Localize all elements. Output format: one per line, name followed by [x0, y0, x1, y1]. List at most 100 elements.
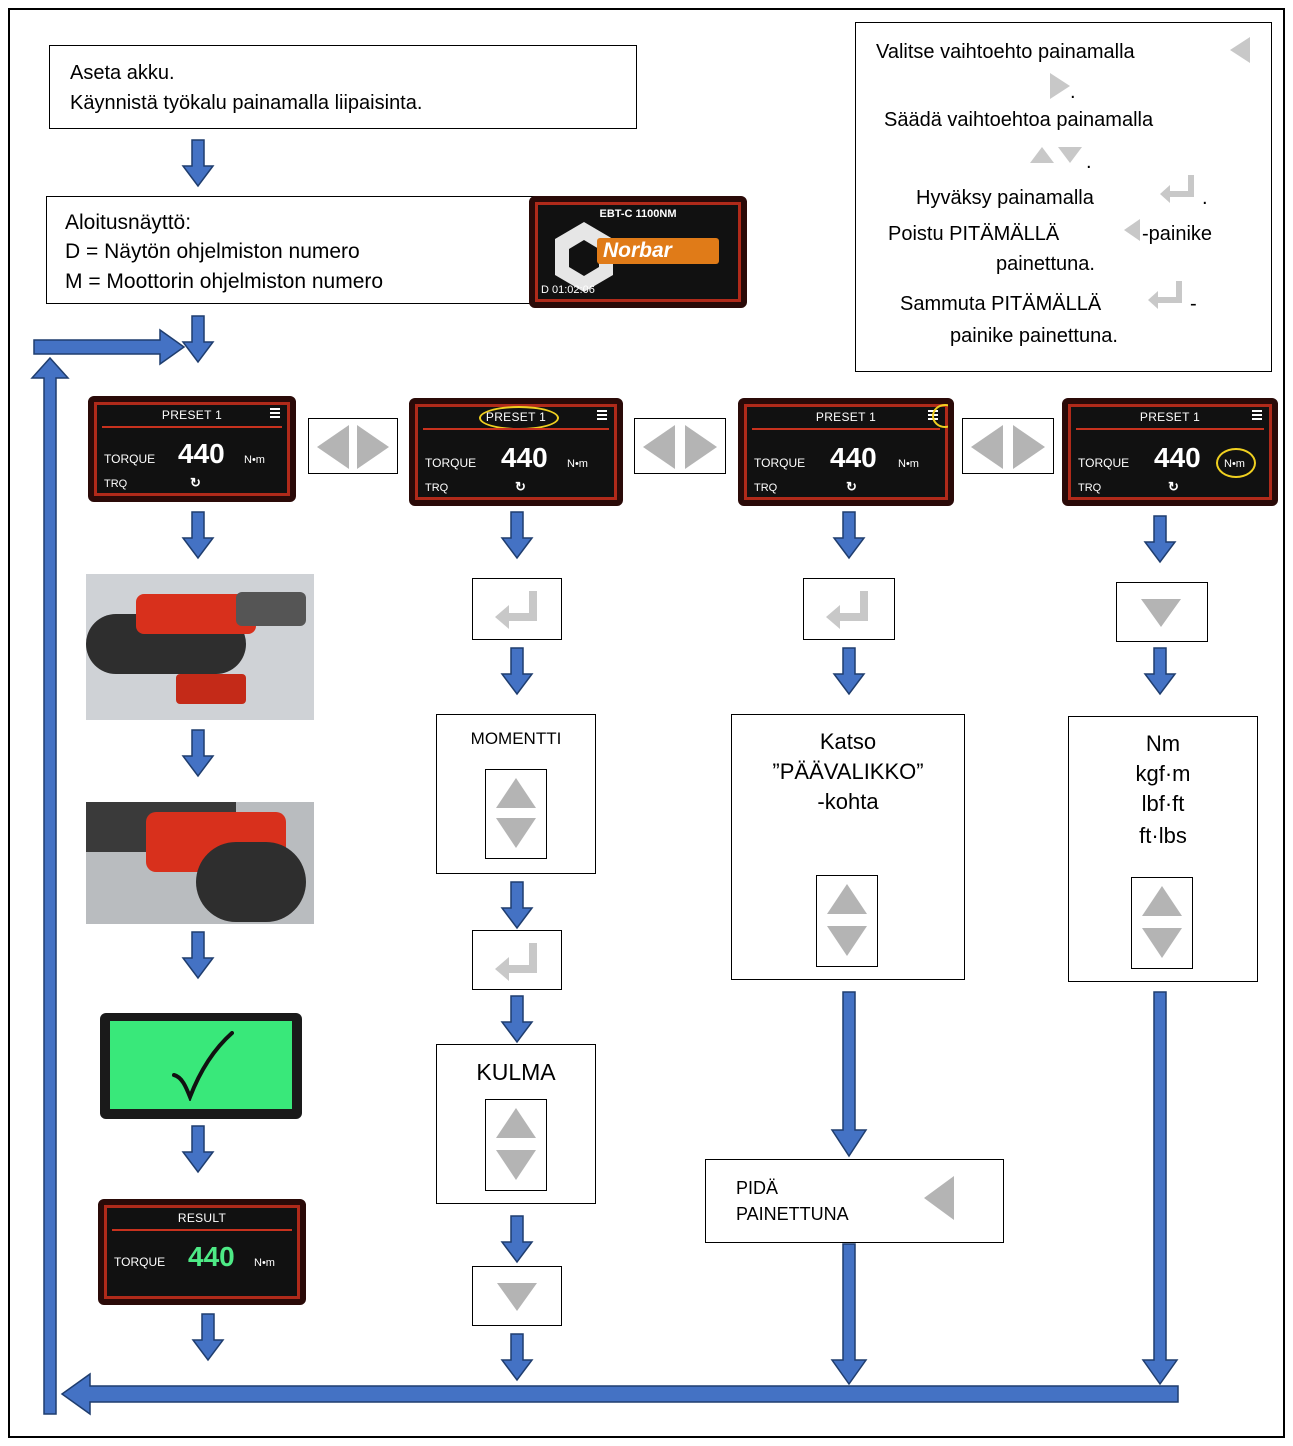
- arrow-down: [1144, 647, 1176, 695]
- arrow-down: [501, 511, 533, 559]
- cycle-icon: ↻: [846, 479, 857, 494]
- kulma-label: KULMA: [476, 1059, 556, 1085]
- screen-mode: TRQ: [754, 482, 778, 494]
- glove: [196, 842, 306, 922]
- up-arrow-icon: [827, 884, 867, 914]
- enter-icon: [1148, 281, 1182, 309]
- enter-button: [803, 578, 895, 640]
- help-line1: Valitse vaihtoehto painamalla: [876, 41, 1135, 63]
- down-button: [1116, 582, 1208, 642]
- arrow-down: [182, 931, 214, 979]
- intro-line1: Aseta akku.: [70, 62, 175, 84]
- paavalikko-line1: Katso: [819, 729, 877, 754]
- screen-value: 440: [830, 442, 877, 473]
- arrow-up-return: [30, 356, 70, 1415]
- help-period: .: [1202, 187, 1208, 209]
- left-arrow-icon: [643, 425, 675, 469]
- unit-nm: Nm: [1145, 731, 1181, 756]
- startup-screen: EBT-C 1100NM Norbar D 01:02:06: [529, 196, 747, 308]
- help-line4c: painettuna.: [996, 253, 1095, 275]
- up-down-buttons: [1131, 877, 1193, 969]
- left-right-buttons: [634, 418, 726, 474]
- tool-photo-1: [86, 574, 314, 720]
- help-line2: Säädä vaihtoehtoa painamalla: [884, 109, 1154, 131]
- startup-line-d: D = Näytön ohjelmiston numero: [65, 240, 360, 263]
- arrow-down: [501, 1333, 533, 1381]
- screen-title: PRESET 1: [161, 408, 223, 422]
- right-arrow-icon: [685, 425, 717, 469]
- result-label: TORQUE: [114, 1255, 166, 1269]
- down-button: [472, 1266, 562, 1326]
- screen-label: TORQUE: [1078, 456, 1130, 470]
- momentti-label: MOMENTTI: [470, 729, 562, 748]
- help-period: .: [1070, 81, 1076, 103]
- logo-bar: Norbar: [597, 238, 719, 264]
- right-arrow-icon: [357, 425, 389, 469]
- tool-head: [236, 592, 306, 626]
- arrow-left-return: [60, 1372, 1179, 1416]
- enter-icon: [826, 591, 868, 629]
- cycle-icon: ↻: [190, 475, 201, 490]
- screen-value: 440: [1154, 442, 1201, 473]
- preset-screen-1: PRESET 1 TORQUE 440 N•m TRQ ↻: [88, 396, 296, 502]
- enter-icon: [495, 943, 537, 981]
- result-value: 440: [188, 1241, 235, 1272]
- enter-icon: [1160, 175, 1194, 203]
- kulma-box: KULMA: [436, 1044, 596, 1204]
- up-down-buttons: [816, 875, 878, 967]
- hold-box: PIDÄ PAINETTUNA: [705, 1159, 1004, 1243]
- left-arrow-icon: [971, 425, 1003, 469]
- enter-button: [472, 578, 562, 640]
- up-down-buttons: [485, 769, 547, 859]
- paavalikko-line3: -kohta: [817, 789, 879, 814]
- help-line4a: Poistu PITÄMÄLLÄ: [888, 223, 1060, 245]
- startup-title: Aloitusnäyttö:: [65, 211, 192, 234]
- screen-title: PRESET 1: [815, 410, 877, 424]
- paavalikko-line2: ”PÄÄVALIKKO”: [772, 759, 924, 784]
- intro-box: Aseta akku. Käynnistä työkalu painamalla…: [49, 45, 637, 129]
- success-display: [110, 1021, 292, 1109]
- screen-version: D 01:02:06: [541, 284, 595, 296]
- screen-unit: N•m: [898, 458, 919, 470]
- screen-mode: TRQ: [1078, 482, 1102, 494]
- right-arrow-icon: [1050, 73, 1070, 99]
- menu-icon: [597, 410, 607, 420]
- down-arrow-icon: [1141, 599, 1181, 627]
- up-arrow-icon: [1142, 886, 1182, 916]
- screen-title: PRESET 1: [1139, 410, 1201, 424]
- enter-button: [472, 930, 562, 990]
- arrow-down: [182, 139, 214, 187]
- highlight-circle: [479, 406, 559, 430]
- arrow-down: [501, 995, 533, 1043]
- screen-value: 440: [178, 438, 225, 469]
- down-arrow-icon: [1058, 147, 1082, 163]
- screen-label: TORQUE: [754, 456, 806, 470]
- preset-screen-2: PRESET 1 TORQUE 440 N•m TRQ ↻: [409, 398, 623, 506]
- checkmark-icon: [172, 1031, 234, 1101]
- arrow-down: [192, 1313, 224, 1361]
- help-line3: Hyväksy painamalla: [916, 187, 1094, 209]
- help-line4b: -painike: [1142, 223, 1213, 245]
- arrow-down: [182, 729, 214, 777]
- cycle-icon: ↻: [515, 479, 526, 494]
- help-period: .: [1086, 151, 1092, 173]
- arrow-down: [501, 1215, 533, 1263]
- enter-icon: [495, 591, 537, 629]
- left-arrow-icon: [1124, 219, 1140, 241]
- arrow-down: [182, 511, 214, 559]
- down-arrow-icon: [497, 1283, 537, 1311]
- help-line5a: Sammuta PITÄMÄLLÄ: [900, 293, 1102, 315]
- left-right-buttons: [308, 418, 398, 474]
- success-screen: [100, 1013, 302, 1119]
- screen-model: EBT-C 1100NM: [599, 208, 677, 220]
- menu-icon: [270, 408, 280, 418]
- arrow-down-long: [1141, 991, 1179, 1386]
- screen-label: TORQUE: [425, 456, 477, 470]
- arrow-down: [501, 647, 533, 695]
- help-box: Valitse vaihtoehto painamalla . Säädä va…: [855, 22, 1272, 372]
- hold-line2: PAINETTUNA: [736, 1204, 849, 1224]
- unit-lbfft: lbf·ft: [1141, 791, 1185, 816]
- startup-box: Aloitusnäyttö: D = Näytön ohjelmiston nu…: [46, 196, 536, 304]
- arrow-down: [1144, 515, 1176, 563]
- down-arrow-icon: [1142, 928, 1182, 958]
